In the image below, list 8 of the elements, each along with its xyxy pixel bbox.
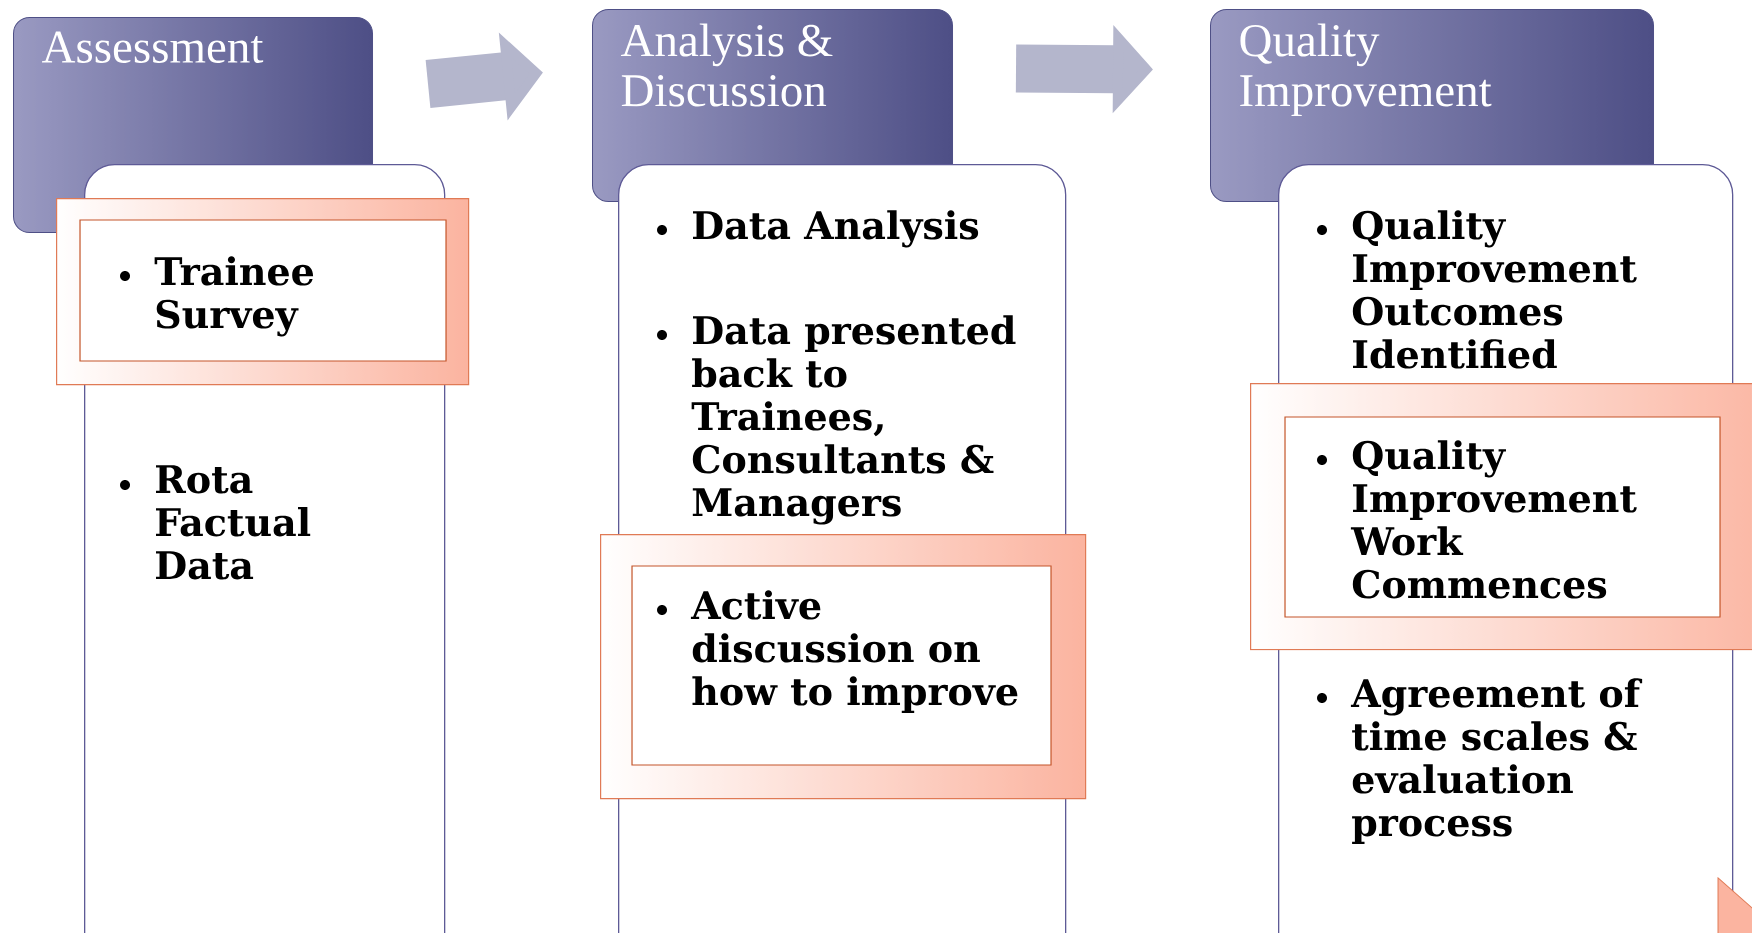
- bullet-item: Agreement of time scales & evaluation process: [1350, 678, 1643, 844]
- bullet-item: Active discussion on how to improve: [690, 590, 1018, 713]
- bullet-item: Rota Factual Data: [156, 465, 311, 580]
- bullet-item: Quality Improvement Outcomes Identified: [1352, 210, 1637, 369]
- bullet-item: Trainee Survey: [154, 256, 314, 337]
- bullet-item: Data Analysis: [693, 210, 979, 248]
- bullet-item: Quality Improvement Work Commences: [1350, 440, 1637, 599]
- bullet-item: Data presented back to Trainees, Consultants & Managers: [691, 315, 1016, 525]
